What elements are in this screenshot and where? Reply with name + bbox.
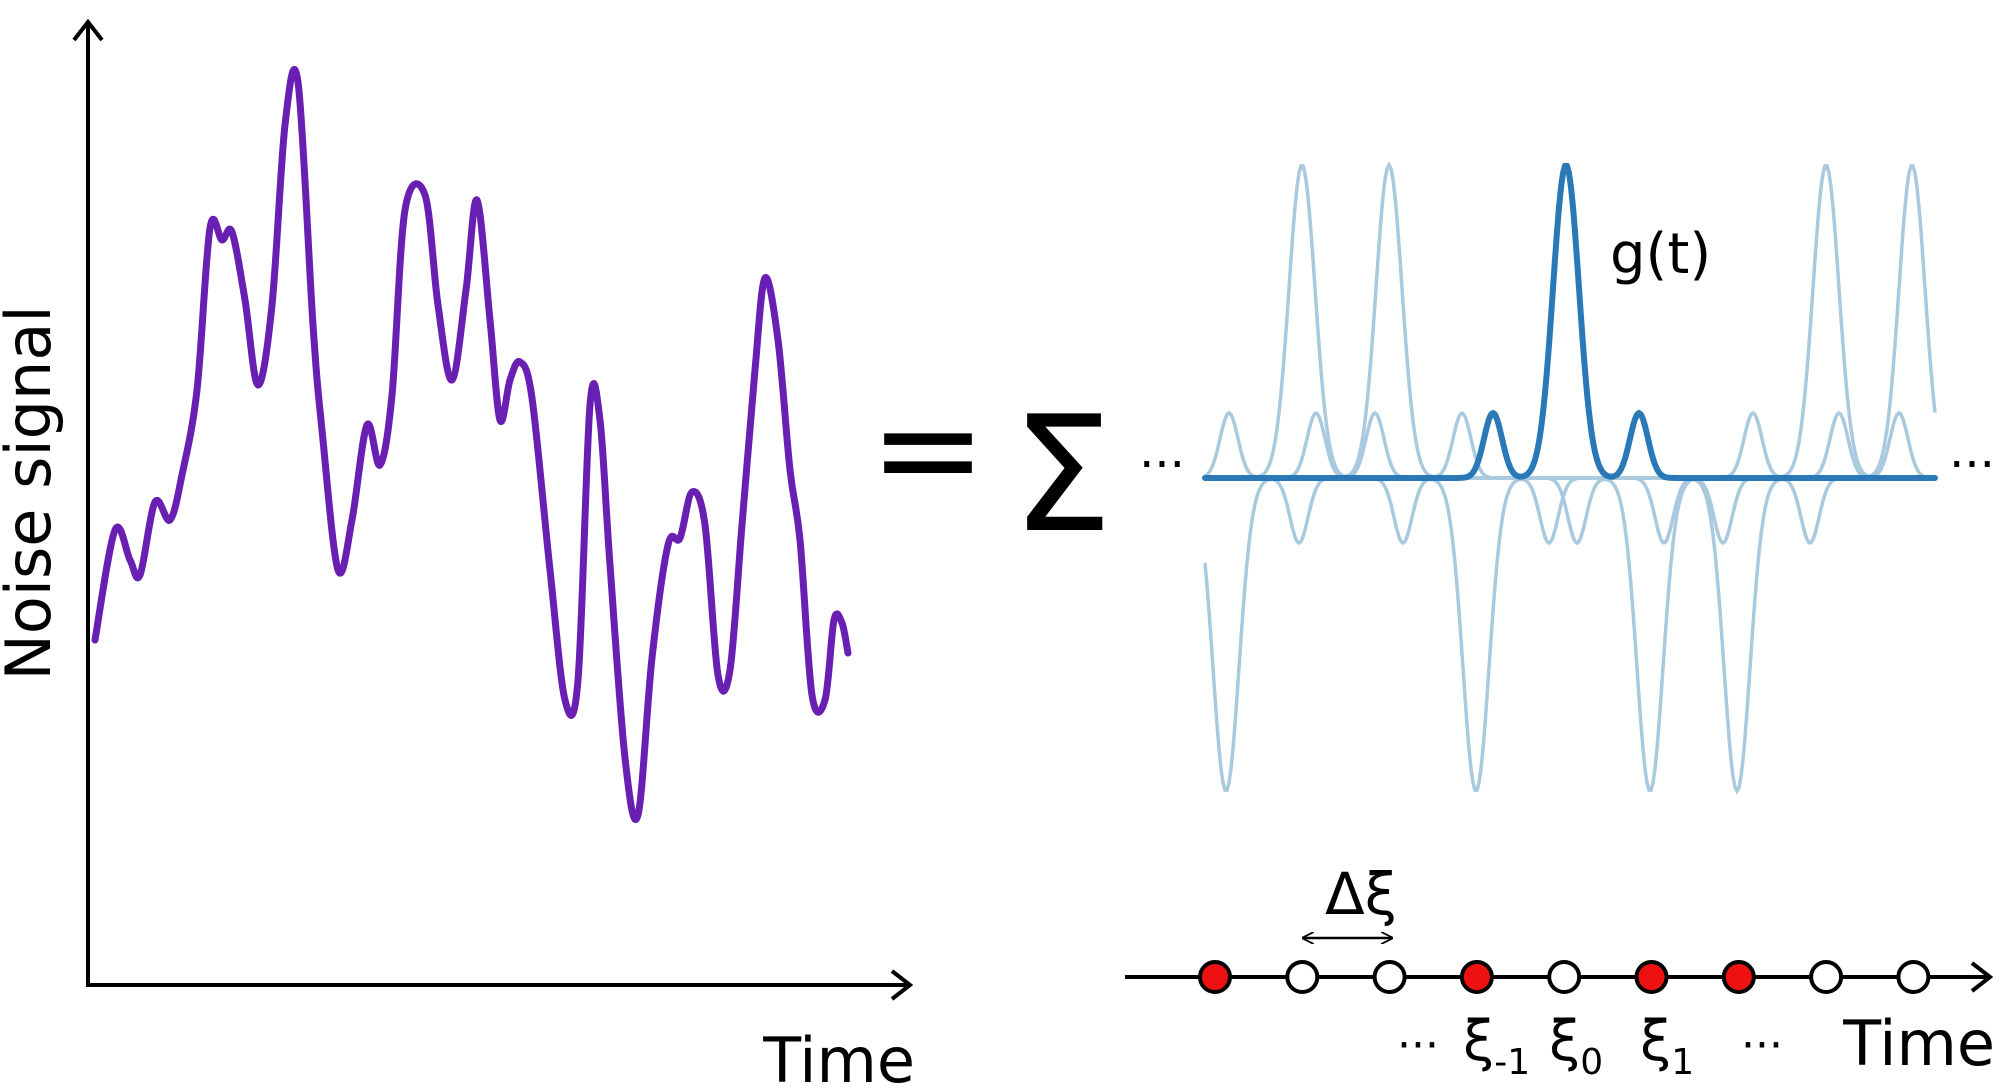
x-axis-label: Time xyxy=(762,1024,915,1089)
lattice-dots-right: ··· xyxy=(1741,1020,1783,1071)
lattice-point-filled xyxy=(1721,960,1756,994)
kernel-copy-2 xyxy=(1203,164,1935,480)
lattice-point-filled xyxy=(1634,960,1669,994)
lattice-time-label: Time xyxy=(1842,1007,1995,1080)
kernel-g-highlight xyxy=(1202,162,1938,481)
lattice-axis-arrowhead xyxy=(1970,961,1994,993)
y-axis-label: Noise signal xyxy=(0,305,65,680)
xi-0-label: ξ0 xyxy=(1549,1009,1603,1083)
lattice-point-open xyxy=(1285,960,1320,994)
lattice-points xyxy=(1198,960,1931,994)
lattice-dots-left: ··· xyxy=(1397,1020,1439,1071)
left-plot: Noise signal Time xyxy=(0,18,915,1089)
kernel-copy-8 xyxy=(1205,164,1937,480)
kernel-copy-5 xyxy=(1205,476,1935,792)
equation: = Σ ··· ··· xyxy=(869,368,1995,568)
xi-1-label: ξ1 xyxy=(1640,1009,1694,1083)
kernel-copy-7 xyxy=(1205,164,1936,480)
kernel-label: g(t) xyxy=(1610,222,1711,287)
lattice-point-open xyxy=(1547,960,1582,994)
equals-sign: = xyxy=(869,368,986,531)
y-axis-arrowhead xyxy=(72,18,104,42)
kernel-copy-3 xyxy=(1205,161,1935,480)
xi-minus1-label: ξ-1 xyxy=(1463,1009,1530,1083)
x-axis-arrowhead xyxy=(890,969,914,1001)
noise-signal-curve xyxy=(91,65,852,823)
lattice: Δξ ··· ξ-1 ξ0 ξ1 ··· Time xyxy=(1125,860,1995,1083)
lattice-point-open xyxy=(1809,960,1844,994)
right-ellipsis: ··· xyxy=(1949,437,1995,493)
lattice-point-open xyxy=(1372,960,1407,994)
lattice-point-filled xyxy=(1198,960,1232,994)
sum-symbol: Σ xyxy=(1011,381,1112,568)
left-ellipsis: ··· xyxy=(1139,437,1185,493)
lattice-point-filled xyxy=(1459,960,1494,994)
lattice-point-open xyxy=(1896,960,1931,994)
delta-xi-label: Δξ xyxy=(1325,860,1397,928)
